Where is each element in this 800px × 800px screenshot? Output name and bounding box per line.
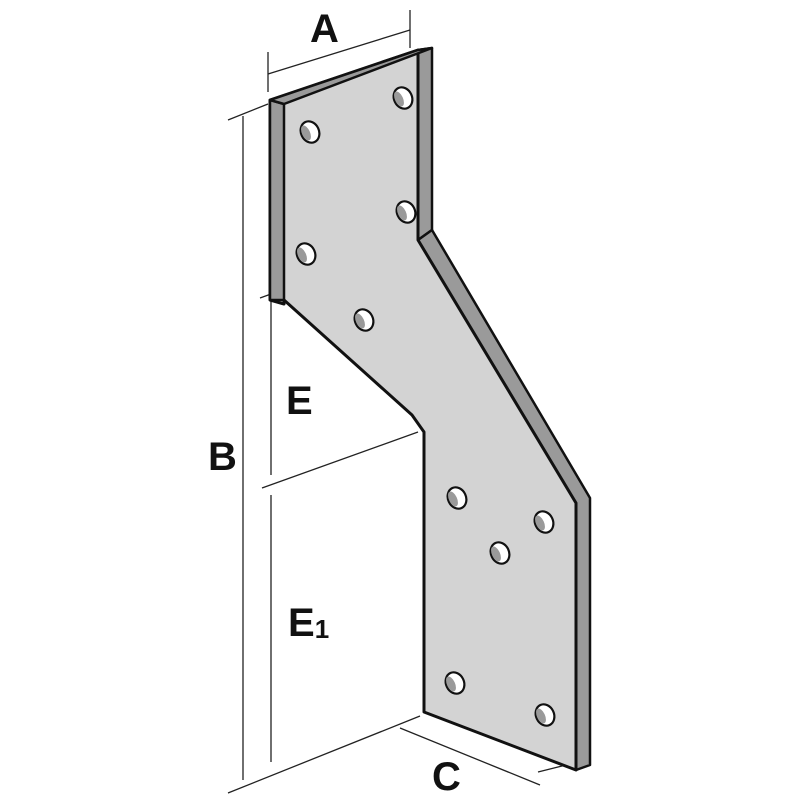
label-a: A: [310, 7, 339, 51]
plate-left-edge: [268, 98, 286, 302]
dim-b-ext-top: [227, 103, 269, 121]
hole: [353, 308, 375, 332]
hole: [295, 242, 317, 266]
hole: [489, 541, 511, 565]
hole: [533, 510, 555, 534]
dim-a-line: [267, 29, 411, 75]
hole: [534, 703, 556, 727]
label-e: E: [286, 379, 313, 423]
hole: [395, 200, 417, 224]
plate-top-edge: [268, 46, 434, 106]
label-b: B: [208, 435, 237, 479]
label-c: C: [432, 755, 461, 799]
dim-c-line: [399, 727, 541, 786]
label-e1-main: E: [288, 601, 315, 645]
dim-b-ext-bottom: [227, 715, 421, 794]
hole: [392, 86, 414, 110]
label-e1-sub: 1: [315, 614, 329, 644]
holes: [295, 86, 556, 727]
hole: [299, 120, 321, 144]
plate-top-right-edge: [416, 46, 434, 242]
plate-face: [268, 48, 578, 772]
hole: [444, 671, 466, 695]
hole: [446, 486, 468, 510]
label-e1: E1: [288, 601, 329, 645]
dim-e-ext-mid: [261, 431, 419, 489]
